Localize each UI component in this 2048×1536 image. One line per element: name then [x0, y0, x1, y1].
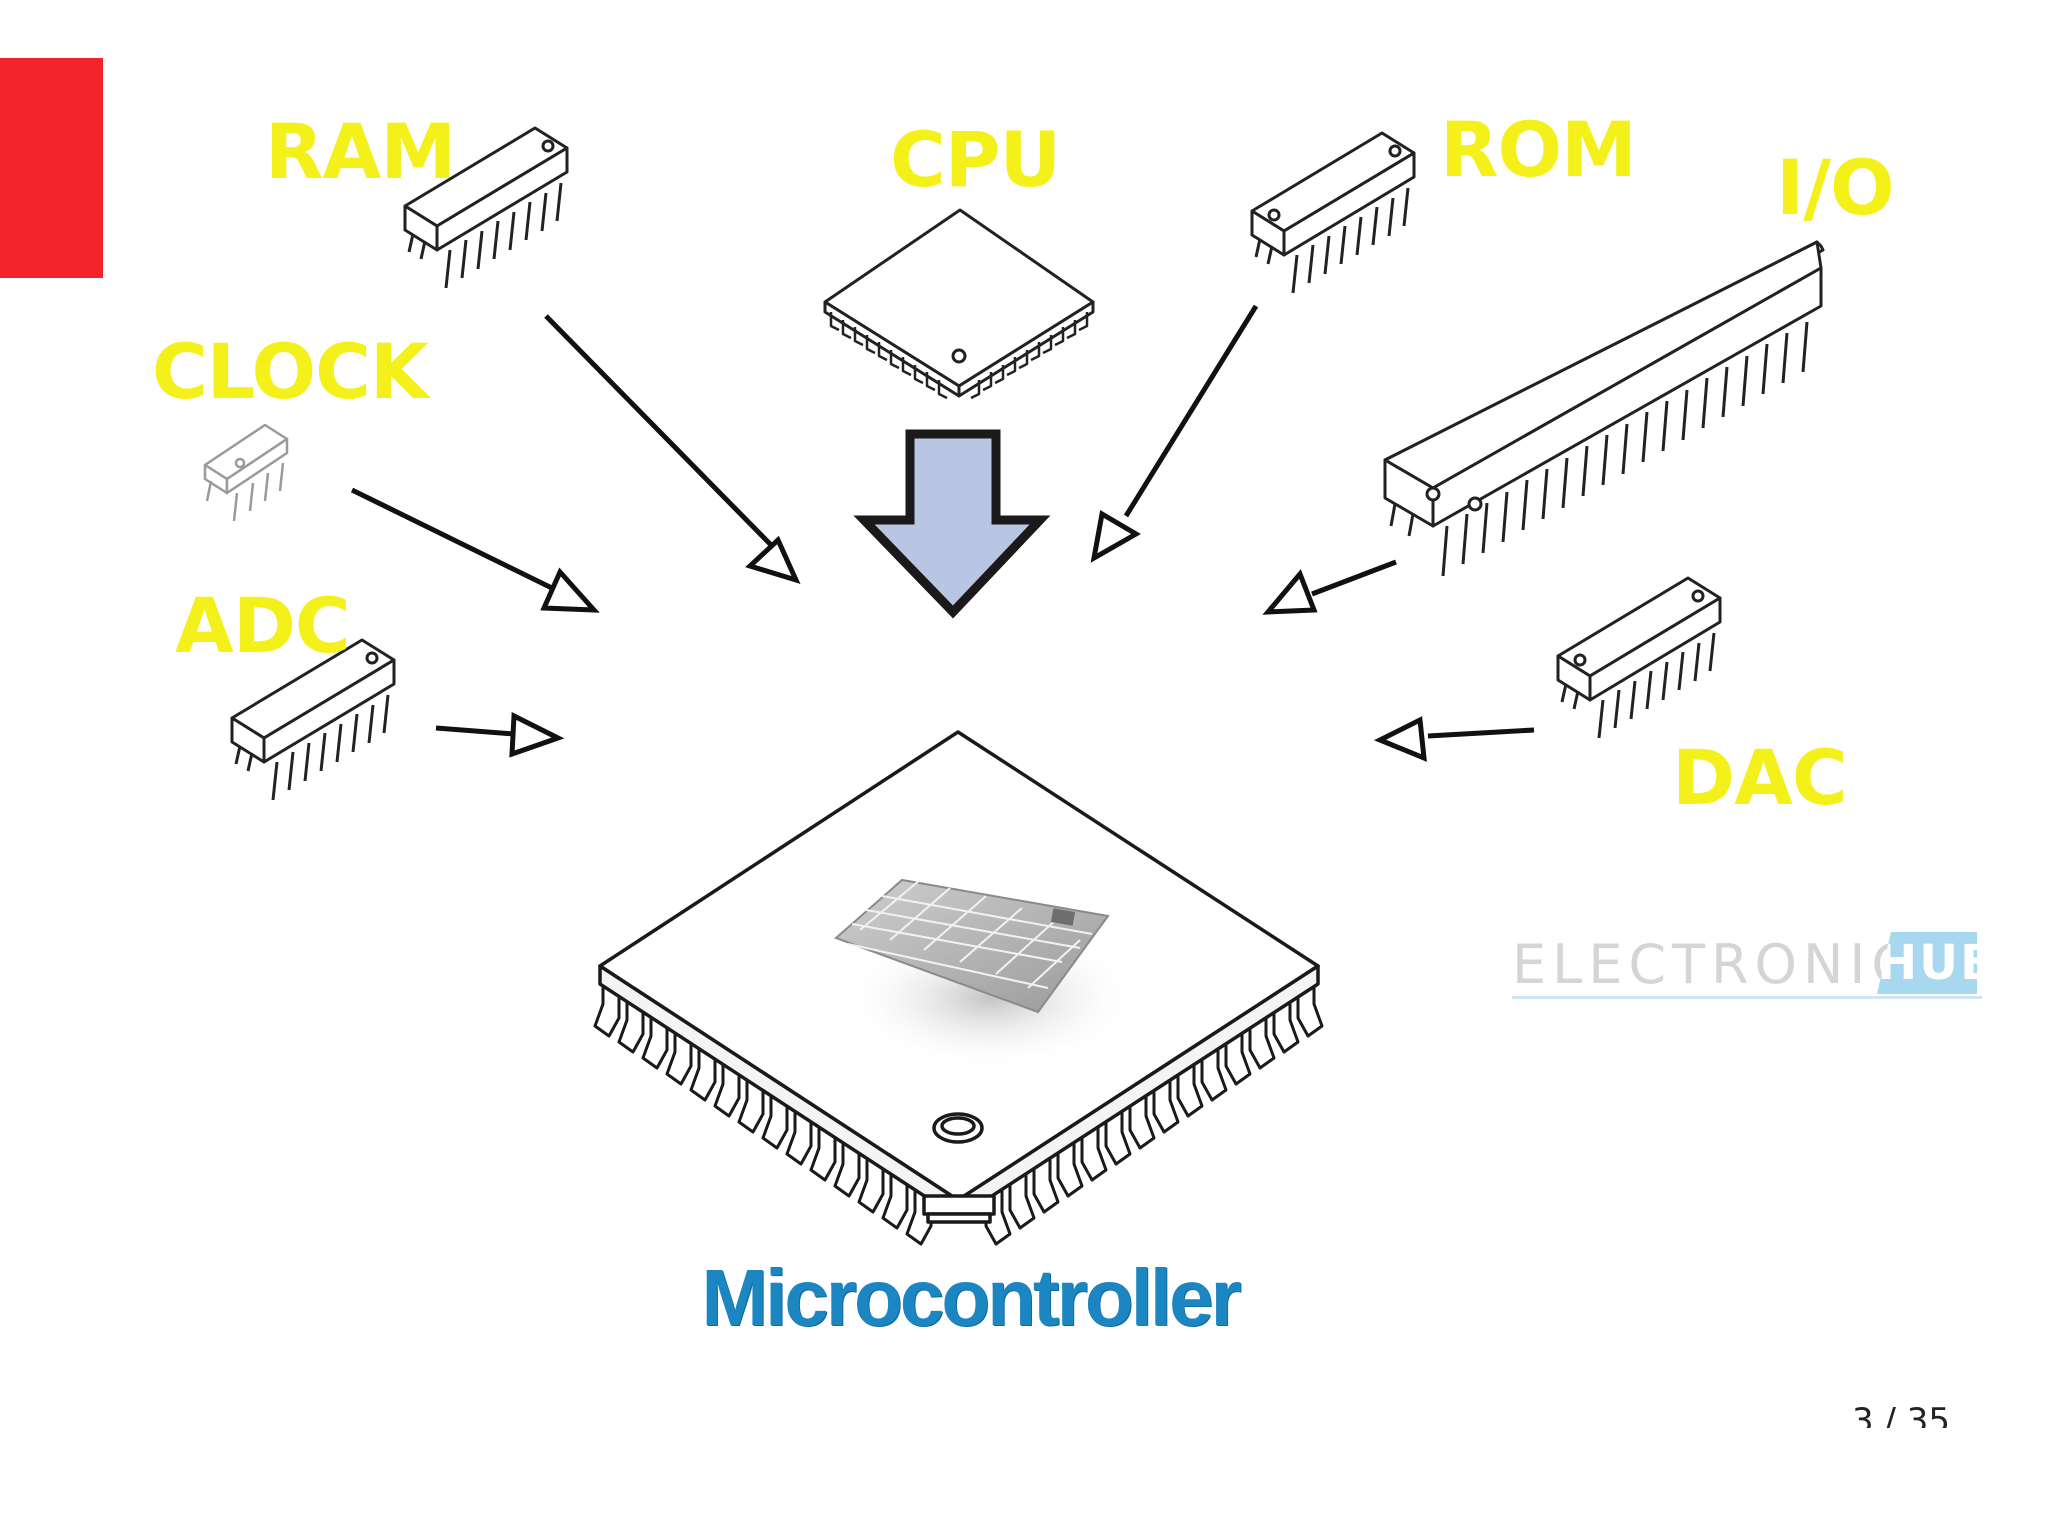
dac-chip-icon [1556, 576, 1722, 739]
label-io: I/O [1776, 143, 1895, 232]
brand-text-right: HUB [1877, 932, 1977, 994]
ram-chip-icon [403, 126, 569, 289]
arrow-dac-icon [1373, 716, 1535, 762]
io-chip-icon [1383, 240, 1825, 577]
arrow-ram-icon [544, 314, 801, 584]
adc-chip-icon [230, 638, 396, 801]
label-rom: ROM [1440, 105, 1637, 194]
arrow-io-icon [1262, 559, 1397, 615]
label-clock: CLOCK [152, 327, 429, 416]
accent-block [0, 58, 103, 278]
silicon-die-icon [834, 878, 1140, 1070]
brand-underline [1512, 996, 1982, 999]
arrow-adc-icon [435, 712, 565, 758]
cpu-block-arrow-icon [853, 429, 1051, 619]
cpu-chip-icon [823, 208, 1095, 400]
label-cpu: CPU [890, 115, 1061, 204]
brand-text-left: ELECTRONICS [1512, 933, 1956, 996]
label-dac: DAC [1672, 733, 1848, 822]
arrow-rom-icon [1090, 304, 1259, 563]
rom-chip-icon [1250, 131, 1416, 294]
label-adc: ADC [175, 581, 351, 670]
page-number: 3 / 35 [1852, 1401, 1950, 1428]
microcontroller-label: Microcontroller [701, 1253, 1241, 1342]
arrow-clock-icon [350, 487, 600, 613]
label-ram: RAM [265, 107, 456, 196]
clock-chip-icon [203, 423, 289, 522]
